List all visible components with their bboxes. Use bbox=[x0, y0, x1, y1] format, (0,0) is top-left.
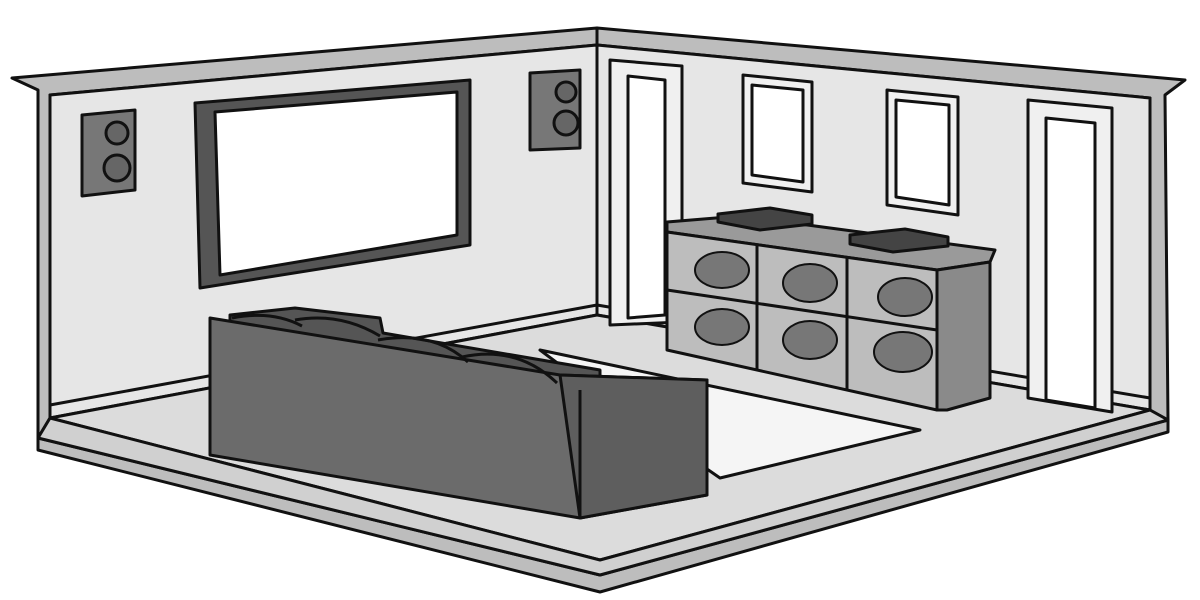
device-box bbox=[848, 227, 950, 254]
shelf-unit bbox=[665, 206, 997, 412]
sofa bbox=[208, 306, 709, 520]
right-door bbox=[1026, 98, 1114, 414]
floor-top bbox=[36, 408, 1170, 577]
left-door bbox=[608, 58, 684, 327]
picture-frame bbox=[885, 88, 960, 217]
basket bbox=[694, 251, 933, 373]
right-speaker bbox=[528, 68, 582, 152]
tv-screen bbox=[213, 90, 459, 277]
device-box bbox=[716, 206, 814, 232]
left-speaker bbox=[80, 108, 137, 198]
picture-frame bbox=[741, 73, 814, 194]
